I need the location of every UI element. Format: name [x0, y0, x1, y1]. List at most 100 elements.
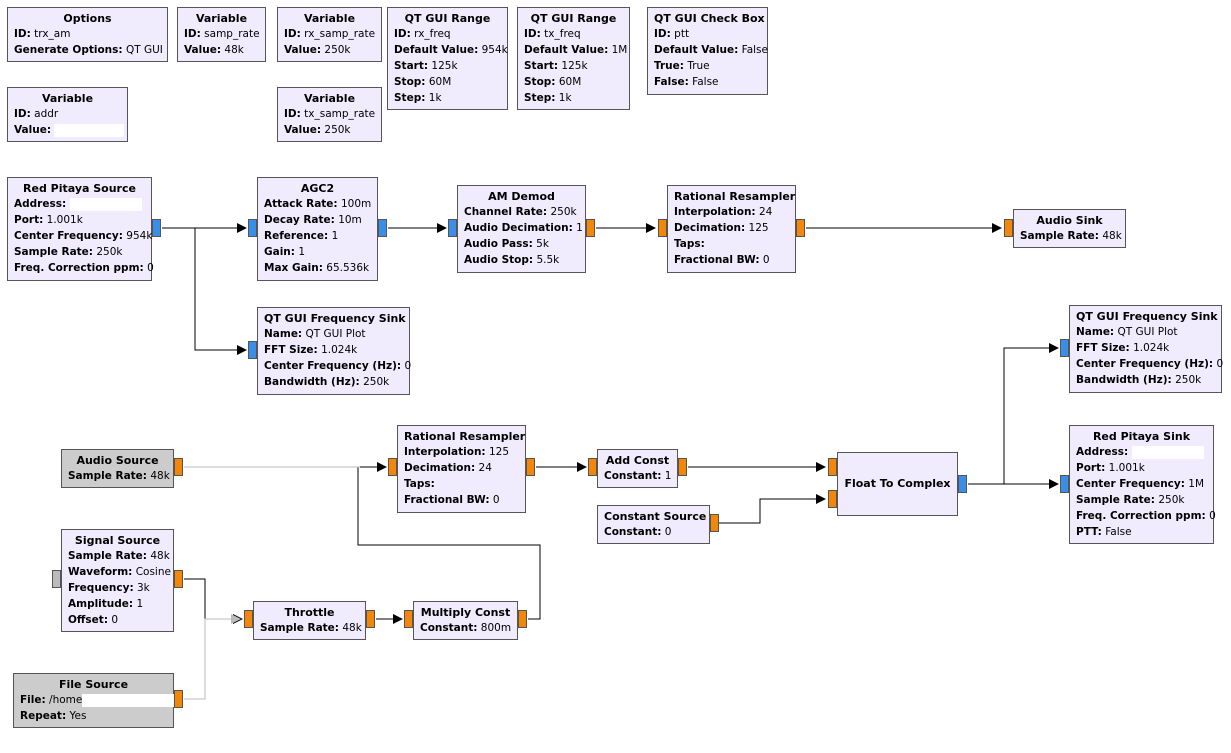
block-param: Bandwidth (Hz): 250k: [1076, 372, 1215, 388]
param-key: Start:: [394, 60, 429, 72]
audio-source-out-port[interactable]: [174, 458, 183, 476]
redacted-field: [1131, 445, 1204, 459]
multiply-const-in-port[interactable]: [404, 610, 413, 628]
param-value: rx_samp_rate: [304, 28, 376, 40]
param-value: 250k: [324, 124, 351, 136]
resampler-rx-out-port[interactable]: [796, 219, 805, 237]
add-const-out-port[interactable]: [678, 458, 687, 476]
param-key: Fractional BW:: [674, 254, 760, 266]
file-source-out-port[interactable]: [174, 690, 183, 708]
param-key: Sample Rate:: [1076, 494, 1155, 506]
param-value: ptt: [674, 28, 690, 40]
redacted-field: [54, 123, 125, 137]
block-param: Freq. Correction ppm: 0: [1076, 508, 1216, 524]
param-value: 125k: [561, 60, 588, 72]
block-param: Name: QT GUI Plot: [264, 326, 403, 342]
float-to-complex-im-in-port[interactable]: [828, 490, 837, 508]
rp-sink-in-port[interactable]: [1060, 475, 1069, 493]
block-param: Channel Rate: 250k: [464, 204, 579, 220]
am-demod-out-port[interactable]: [586, 219, 595, 237]
block-param: Center Frequency (Hz): 0: [264, 358, 411, 374]
multiply-const-out-port[interactable]: [518, 610, 527, 628]
am-demod-in-port[interactable]: [448, 219, 457, 237]
param-key: Center Frequency:: [14, 230, 123, 242]
wire-rpsource-freqsink: [194, 228, 247, 355]
signal-source-in-port[interactable]: [52, 570, 61, 588]
block-param: Value: 250k: [284, 42, 375, 58]
constant-source-out-port[interactable]: [710, 514, 719, 532]
block-param: Sample Rate: 48k: [1020, 228, 1122, 244]
block-param: Constant: 0: [604, 524, 703, 540]
float-to-complex-re-in-port[interactable]: [828, 458, 837, 476]
param-key: Center Frequency:: [1076, 478, 1185, 490]
throttle-in-port[interactable]: [244, 610, 253, 628]
freq-sink-tx-in-port[interactable]: [1060, 339, 1069, 357]
signal-source-out-port[interactable]: [174, 570, 183, 588]
param-value: 0: [1216, 358, 1224, 370]
block-param: Audio Pass: 5k: [464, 236, 579, 252]
resampler-rx-in-port[interactable]: [658, 219, 667, 237]
param-value: 1.001k: [46, 214, 83, 226]
float-to-complex-block[interactable]: Float To Complex: [837, 452, 958, 516]
param-value: 1.024k: [321, 344, 358, 356]
param-value: 10m: [338, 214, 362, 226]
block-param: Default Value: 954k: [394, 42, 508, 58]
resampler-tx-in-port[interactable]: [388, 458, 397, 476]
param-value: 0: [147, 262, 154, 274]
block-title: Options: [63, 12, 112, 25]
throttle-out-port[interactable]: [366, 610, 375, 628]
block-param: Start: 125k: [524, 58, 623, 74]
add-const-in-port[interactable]: [588, 458, 597, 476]
freq-sink-rx-in-port[interactable]: [248, 341, 257, 359]
block-param: Center Frequency: 1M: [1076, 476, 1207, 492]
block-param: Name: QT GUI Plot: [1076, 324, 1215, 340]
agc2-in-port[interactable]: [248, 219, 257, 237]
block-param: Center Frequency (Hz): 0: [1076, 356, 1223, 372]
block-param: ID: rx_samp_rate: [284, 26, 375, 42]
block-param: Max Gain: 65.536k: [264, 260, 371, 276]
param-value: 48k: [1102, 230, 1122, 242]
float-to-complex-out-port[interactable]: [958, 475, 967, 493]
param-value: samp_rate: [204, 28, 260, 40]
audio-sink-in-port[interactable]: [1004, 219, 1013, 237]
param-value: False: [741, 44, 768, 56]
param-key: Step:: [524, 92, 556, 104]
block-param: Address:: [1076, 444, 1207, 460]
agc2-out-port[interactable]: [378, 219, 387, 237]
block-title: QT GUI Range: [530, 12, 617, 25]
block-param: PTT: False: [1076, 524, 1207, 540]
block-param: Value: 250k: [284, 122, 375, 138]
block-title: Float To Complex: [844, 477, 951, 490]
block-param: Reference: 1: [264, 228, 371, 244]
param-key: ID:: [14, 28, 31, 40]
block-param: Constant: 800m: [420, 620, 511, 636]
param-value: 1M: [1188, 478, 1205, 490]
resampler-tx-out-port[interactable]: [526, 458, 535, 476]
rp-source-out-port[interactable]: [152, 219, 161, 237]
param-value: 0: [762, 254, 770, 266]
